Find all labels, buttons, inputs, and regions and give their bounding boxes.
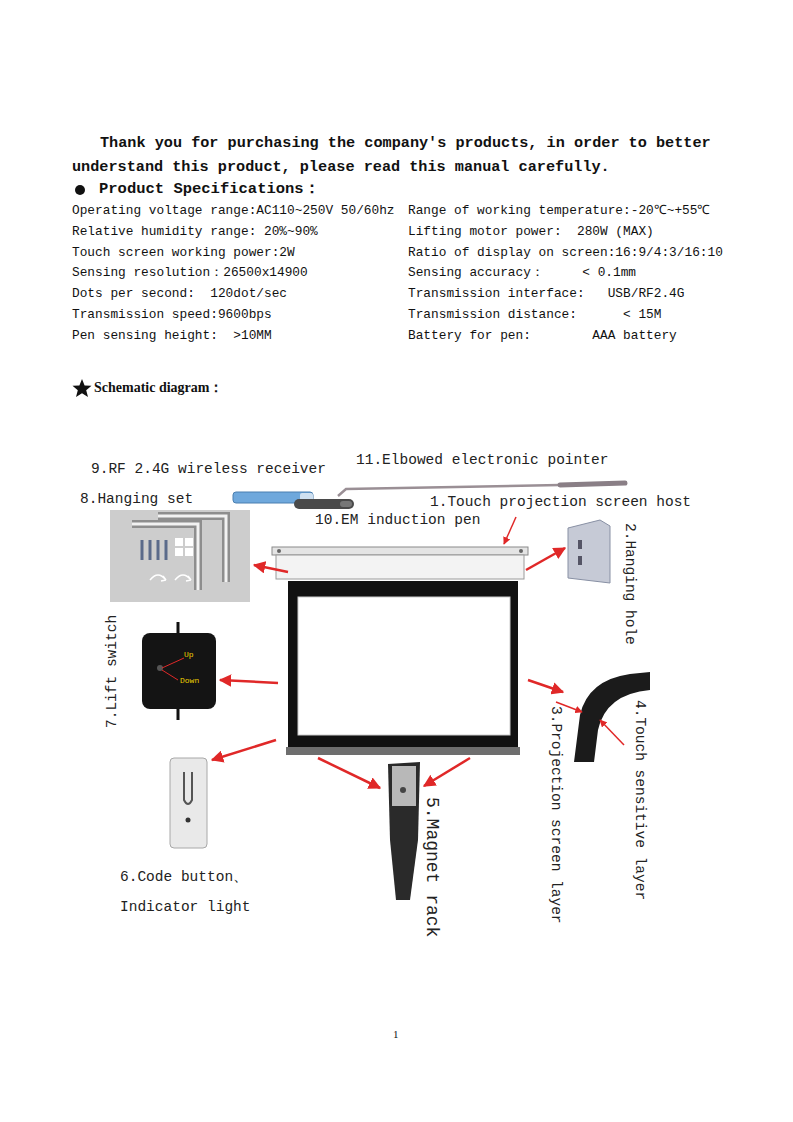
code-button-box [170,758,207,848]
leader-arrow [424,758,470,786]
rack-top [392,766,416,806]
washer [175,538,183,546]
leader-arrow [220,680,278,683]
hanging-hole [578,540,582,549]
spec-cell: Range of working temperature:-20℃~+55℃ [408,203,710,218]
intro-text: Thank you for purchasing the company's p… [72,131,728,179]
spec-cell: Pen sensing height: >10MM [72,328,272,343]
host-hole [277,549,281,553]
callout-label: 3.Projection screen layer [547,706,564,924]
switch-pointer [162,670,178,680]
spec-cell: Sensing accuracy： < 0.1mm [408,265,636,280]
screw [165,540,168,560]
callout-label: 8.Hanging set [80,491,193,508]
switch-cable [177,708,180,720]
turn-symbol [150,575,166,581]
hanging-set-photo [110,510,250,602]
section-heading: Product Specifications： [99,180,320,199]
spec-cell: Sensing resolution：26500x14900 [72,265,308,280]
callout-label: 9.RF 2.4G wireless receiver [91,461,326,478]
pointer-handle [560,483,625,485]
leader-arrow [254,565,288,572]
switch-pointer [162,658,184,668]
magnet-rack [388,762,420,900]
page-number: 1 [393,1028,399,1041]
spec-cell: Transmission distance: < 15M [408,307,661,322]
leader-arrow [212,740,276,760]
indicator-light [186,818,191,823]
button-slot [184,772,192,804]
spec-cell: Transmission interface: USB/RF2.4G [408,286,684,301]
callout-label: 4.Touch sensitive layer [631,700,648,900]
washer [175,548,183,556]
switch-text: Up [184,650,194,660]
spec-cell: Transmission speed:9600bps [72,307,272,322]
screen-housing [276,555,524,579]
hanging-bracket [158,516,226,582]
spec-cell: Ratio of display on screen:16:9/4:3/16:1… [408,245,723,260]
screen-frame [288,581,518,751]
callout-label: 5.Magnet rack [420,797,442,937]
spec-cell: Relative humidity range: 20%~90% [72,224,318,239]
switch-text: Down [180,676,199,686]
host-hole [519,549,523,553]
pen-tip [340,501,352,507]
lift-switch [142,633,216,709]
screw [149,540,152,560]
screen-surface [298,597,510,735]
bracket-highlight [132,524,198,590]
leader-arrow [318,758,380,788]
hanging-hole [578,556,582,565]
screws [142,540,166,560]
host-bar [272,547,528,555]
star-symbol [73,379,92,397]
switch-cable [177,622,180,634]
washer [185,538,193,546]
callout-label: 11.Elbowed electronic pointer [356,452,608,469]
leader-arrow [528,680,563,692]
spec-cell: Touch screen working power:2W [72,245,295,260]
leader-arrow [504,517,516,544]
spec-cell: Dots per second: 120dot/sec [72,286,287,301]
leader-arrow [526,548,565,570]
callout-label: 10.EM induction pen [315,512,480,529]
hanging-bracket [132,524,198,590]
spec-cell: Operating voltage range:AC110~250V 50/60… [72,203,395,218]
callout-label: 7.Lift switch [104,615,121,728]
screw [157,540,160,560]
washer [185,548,193,556]
callout-label: 1.Touch projection screen host [430,494,691,511]
em-pen [294,499,354,509]
spec-cell: Lifting motor power: 280W (MAX) [408,224,654,239]
bullet-dot [75,185,85,195]
rack-dot [400,787,406,793]
callout-label: 6.Code button、 Indicator light [120,862,270,922]
section-heading: Schematic diagram： [94,380,223,397]
screw [141,540,144,560]
turn-symbol [175,575,191,581]
screen-bottom-bar [286,747,520,755]
leader-arrow [600,720,624,745]
hanging-bracket-photo [568,520,610,583]
callout-label: 2.Hanging hole [621,523,638,645]
spec-cell: Battery for pen: AAA battery [408,328,677,343]
bracket-highlight [158,516,226,582]
